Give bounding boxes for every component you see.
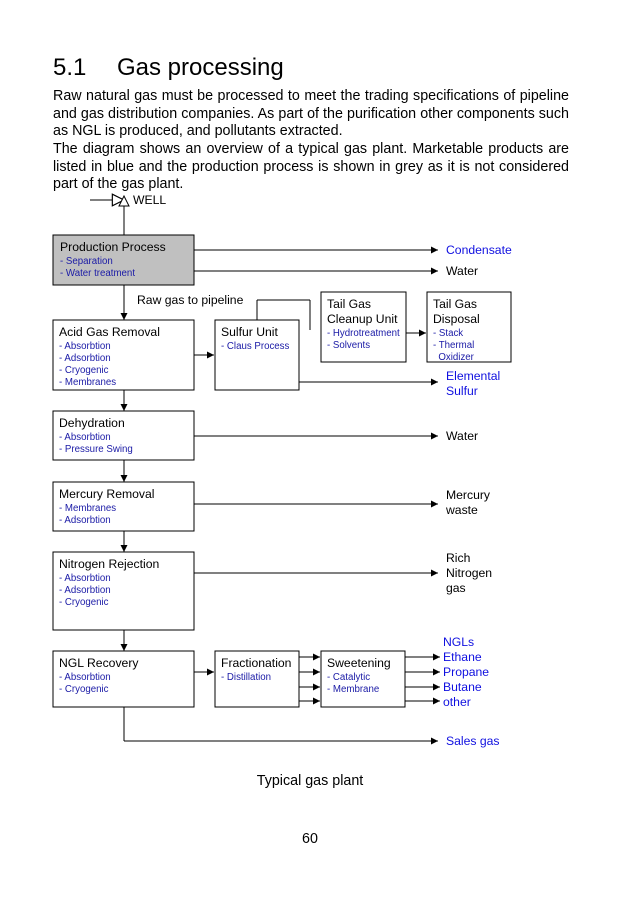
box-item: - Adsorbtion <box>59 353 111 364</box>
diagram-description-paragraph: The diagram shows an overview of a typic… <box>53 141 569 192</box>
tail-gas-cleanup-box: Tail Gas Cleanup Unit - Hydrotreatment -… <box>320 291 407 363</box>
section-title: Gas processing <box>117 54 284 81</box>
well-label: WELL <box>133 193 166 207</box>
section-heading: 5.1 Gas processing <box>53 54 284 82</box>
figure-caption: Typical gas plant <box>256 773 364 789</box>
box-item: - Adsorbtion <box>59 515 111 526</box>
box-item: - Hydrotreatment <box>327 328 400 339</box>
tail-gas-disposal-box: Tail Gas Disposal - Stack - Thermal Oxid… <box>426 291 512 363</box>
box-item: Oxidizer <box>433 352 475 363</box>
box-item: - Absorbtion <box>59 341 111 352</box>
box-item: - Absorbtion <box>59 573 111 584</box>
well-indicator: WELL <box>90 193 166 235</box>
intro-paragraph: Raw natural gas must be processed to mee… <box>53 88 569 139</box>
output-ethane: Ethane <box>443 650 482 664</box>
output-mercury-waste-line1: Mercury <box>446 488 491 502</box>
box-item: - Claus Process <box>221 341 290 352</box>
dehydration-box: Dehydration - Absorbtion - Pressure Swin… <box>52 410 195 461</box>
output-water-2: Water <box>446 429 478 443</box>
output-propane: Propane <box>443 665 489 679</box>
fractionation-box: Fractionation - Distillation <box>214 650 300 708</box>
ngl-recovery-box: NGL Recovery - Absorbtion - Cryogenic <box>52 650 195 708</box>
box-item: - Pressure Swing <box>59 444 133 455</box>
box-item: - Catalytic <box>327 672 370 683</box>
box-item: - Membranes <box>59 377 116 388</box>
sulfur-unit-box: Sulfur Unit - Claus Process <box>214 319 300 391</box>
box-item: - Solvents <box>327 340 370 351</box>
box-item: - Membrane <box>327 684 379 695</box>
box-title: Tail Gas <box>327 297 371 311</box>
box-title: Mercury Removal <box>59 487 155 501</box>
box-title: NGL Recovery <box>59 656 139 670</box>
box-item: - Cryogenic <box>59 684 109 695</box>
output-elemental-sulfur-line2: Sulfur <box>446 384 478 398</box>
box-item: - Absorbtion <box>59 432 111 443</box>
box-title: Tail Gas <box>433 297 477 311</box>
output-mercury-waste-line2: waste <box>445 503 478 517</box>
box-title: Nitrogen Rejection <box>59 557 159 571</box>
section-number: 5.1 <box>53 54 87 81</box>
output-rich-nitrogen-line1: Rich <box>446 551 470 565</box>
output-water-1: Water <box>446 264 478 278</box>
box-title: Sweetening <box>327 656 391 670</box>
sweetening-box: Sweetening - Catalytic - Membrane <box>320 650 406 708</box>
box-title: Fractionation <box>221 656 291 670</box>
box-item: - Separation <box>60 256 113 267</box>
box-title: Disposal <box>433 312 480 326</box>
box-item: - Absorbtion <box>59 672 111 683</box>
box-title: Cleanup Unit <box>327 312 398 326</box>
box-item: - Water treatment <box>60 268 135 279</box>
acid-gas-removal-box: Acid Gas Removal - Absorbtion - Adsorbti… <box>52 319 195 391</box>
box-title: Sulfur Unit <box>221 325 279 339</box>
nitrogen-rejection-box: Nitrogen Rejection - Absorbtion - Adsorb… <box>52 551 195 631</box>
box-item: - Thermal <box>433 340 474 351</box>
box-item: - Distillation <box>221 672 271 683</box>
page-number: 60 <box>302 831 318 847</box>
output-rich-nitrogen-line2: Nitrogen <box>446 566 492 580</box>
box-item: - Cryogenic <box>59 597 109 608</box>
box-item: - Adsorbtion <box>59 585 111 596</box>
box-item: - Membranes <box>59 503 116 514</box>
mercury-removal-box: Mercury Removal - Membranes - Adsorbtion <box>52 481 195 532</box>
box-title: Acid Gas Removal <box>59 325 160 339</box>
output-sales-gas: Sales gas <box>446 734 500 748</box>
output-butane: Butane <box>443 680 482 694</box>
output-ngls: NGLs <box>443 635 474 649</box>
box-title: Production Process <box>60 240 166 254</box>
output-other: other <box>443 695 471 709</box>
output-elemental-sulfur-line1: Elemental <box>446 369 500 383</box>
output-condensate: Condensate <box>446 243 512 257</box>
raw-gas-label: Raw gas to pipeline <box>137 293 244 307</box>
box-item: - Cryogenic <box>59 365 109 376</box>
box-item: - Stack <box>433 328 463 339</box>
output-rich-nitrogen-line3: gas <box>446 581 466 595</box>
box-title: Dehydration <box>59 416 125 430</box>
production-process-box: Production Process - Separation - Water … <box>52 234 195 286</box>
